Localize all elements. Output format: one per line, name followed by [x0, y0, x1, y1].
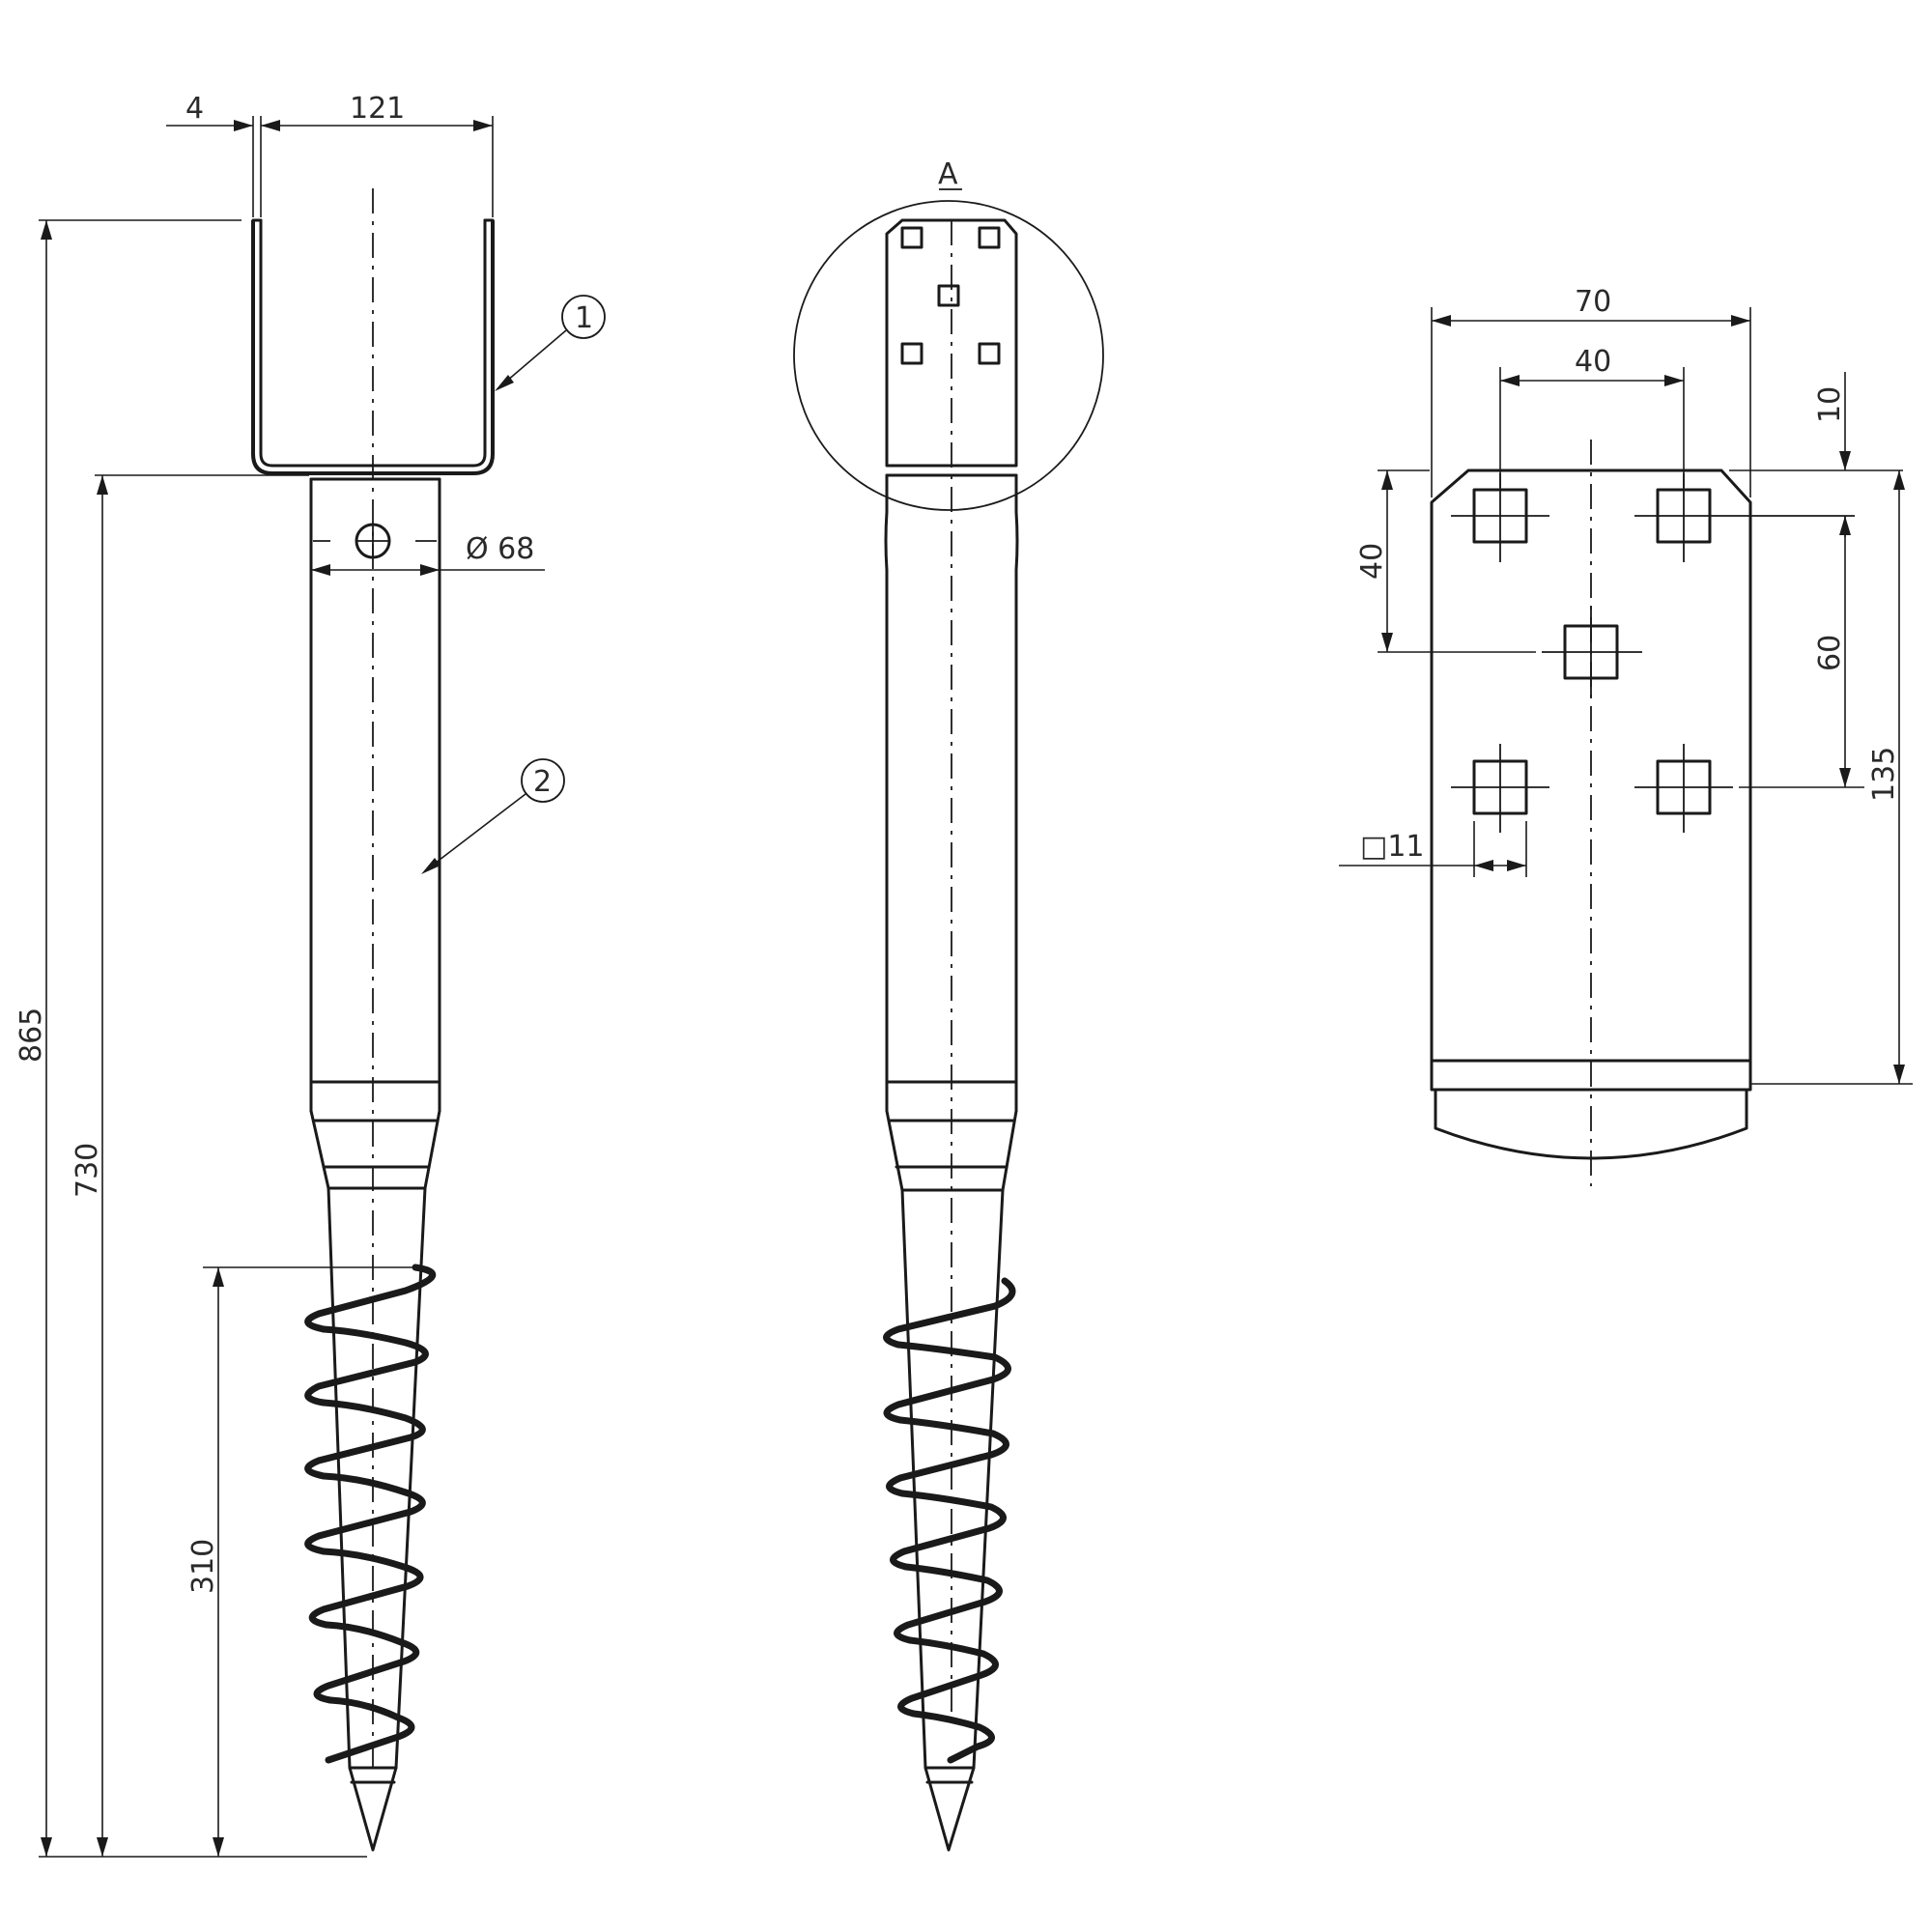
- dim-hole-spacing-y: 60: [1813, 635, 1847, 671]
- helix-front: [883, 1277, 1016, 1764]
- plate-outline: [1430, 469, 1752, 1092]
- callout-1-circle: [561, 295, 606, 339]
- detail-circle-a: [793, 200, 1104, 511]
- dim-wall-thickness: 4: [185, 92, 204, 126]
- callout-2-label: 2: [533, 765, 552, 799]
- callout-1-label: 1: [575, 301, 593, 335]
- plate-detail-view: 70 40 10 40 60 135: [1339, 285, 1913, 1186]
- dim-hole-spacing-x: 40: [1575, 345, 1611, 379]
- callout-2-circle: [521, 758, 565, 803]
- dim-top-margin: 10: [1813, 386, 1847, 423]
- dim-plate-width: 70: [1575, 285, 1611, 319]
- screw-tip: [348, 1766, 398, 1852]
- dim-helix-length: 310: [186, 1539, 220, 1594]
- dim-hole-size: □11: [1360, 830, 1425, 864]
- helix-side: [304, 1264, 437, 1764]
- front-plate: [885, 218, 1018, 468]
- dim-plate-height: 135: [1867, 747, 1901, 802]
- dim-tube-length: 730: [71, 1143, 104, 1198]
- dim-bracket-width: 121: [350, 92, 405, 126]
- side-view: 4 121 865 730 310 Ø 68 1 2: [14, 92, 606, 1858]
- dim-center-offset: 40: [1355, 543, 1389, 580]
- front-screw-tip: [923, 1766, 976, 1852]
- front-view: A: [793, 157, 1104, 1852]
- detail-label-a: A: [938, 157, 958, 191]
- dim-hole-diameter: Ø 68: [466, 532, 534, 566]
- dim-overall-length: 865: [14, 1008, 48, 1063]
